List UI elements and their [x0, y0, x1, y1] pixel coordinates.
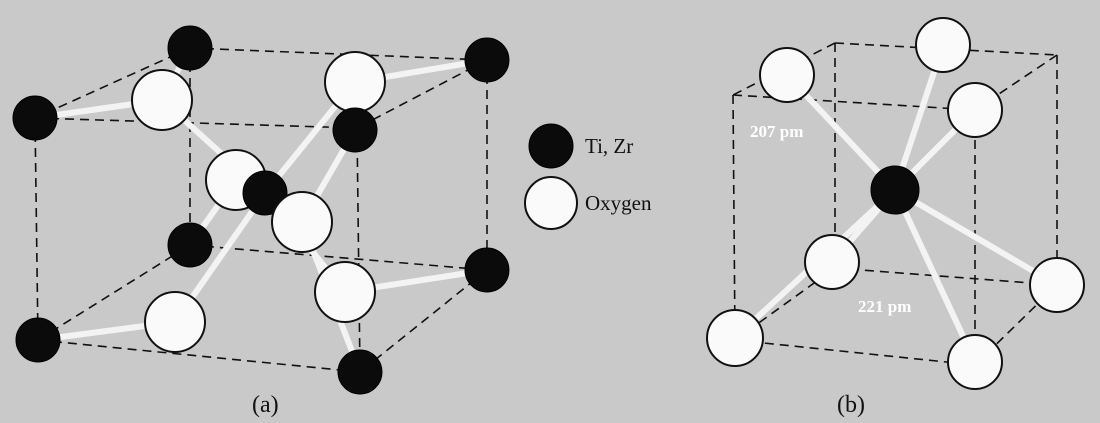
bond-length-label-207: 207 pm [750, 122, 803, 141]
oxygen-legend-icon [524, 176, 578, 230]
metal-atom [464, 247, 510, 293]
panel-b-atoms [706, 17, 1085, 390]
panel-a-unit-cell [34, 47, 488, 373]
metal-legend-icon [528, 123, 574, 169]
oxygen-atom [324, 51, 386, 113]
metal-atom [15, 317, 61, 363]
panel-b-structure: 207 pm 221 pm (b) [706, 17, 1085, 418]
panel-b-caption: (b) [837, 392, 865, 418]
oxygen-atom [947, 334, 1003, 390]
panel-a-caption: (a) [252, 392, 279, 418]
oxygen-atom [131, 69, 193, 131]
metal-atom [870, 165, 920, 215]
legend: Ti, Zr Oxygen [524, 123, 652, 230]
oxygen-atom [144, 291, 206, 353]
oxygen-atom [947, 82, 1003, 138]
metal-atom [332, 107, 378, 153]
oxygen-atom [804, 234, 860, 290]
metal-atom [12, 95, 58, 141]
metal-atom [167, 25, 213, 71]
panel-a-structure: (a) [12, 25, 510, 418]
metal-atom [242, 170, 288, 216]
metal-atom [167, 222, 213, 268]
oxygen-atom [1029, 257, 1085, 313]
bond-length-label-221: 221 pm [858, 297, 911, 316]
oxygen-atom [271, 191, 333, 253]
oxygen-atom [706, 309, 764, 367]
metal-atom [337, 349, 383, 395]
oxygen-atom [314, 261, 376, 323]
oxygen-atom [759, 47, 815, 103]
oxygen-atom [915, 17, 971, 73]
metal-legend-label: Ti, Zr [585, 134, 633, 158]
metal-atom [464, 37, 510, 83]
panel-a-atoms [12, 25, 510, 395]
oxygen-legend-label: Oxygen [585, 191, 652, 215]
